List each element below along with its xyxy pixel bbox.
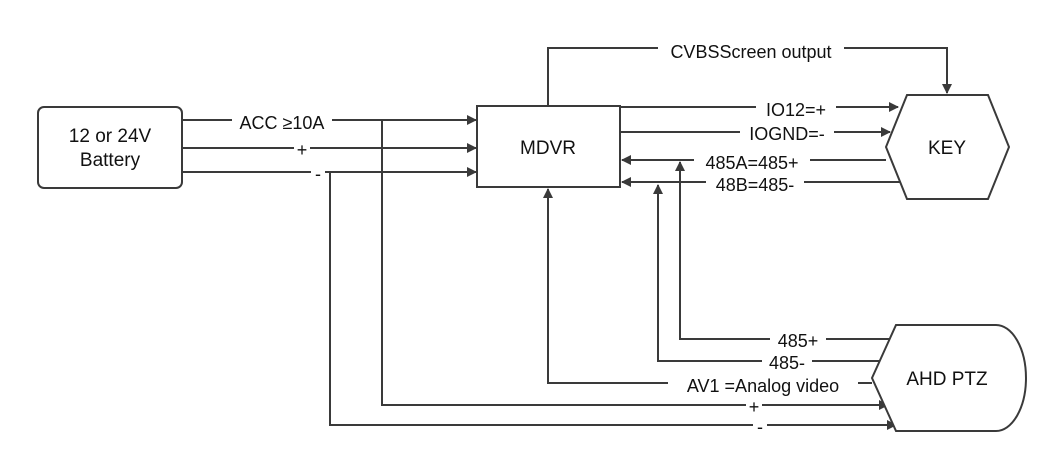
mdvr-label: MDVR (520, 138, 576, 159)
ptz-485-plus-label-group: 485+ (770, 330, 826, 351)
battery-plus-label-group: + (294, 139, 310, 160)
av1-label-group: AV1 =Analog video (668, 374, 858, 396)
ptz-485-plus-label: 485+ (778, 331, 819, 351)
ptz-plus-label-group: + (746, 397, 762, 417)
ahd-ptz-label: AHD PTZ (906, 369, 988, 390)
iognd-label-group: IOGND=- (740, 122, 834, 144)
ahd-ptz-node: AHD PTZ (870, 324, 1027, 432)
ptz-minus-label: - (757, 417, 763, 437)
rs485a-label-group: 485A=485+ (694, 151, 810, 173)
av1-analog-video-wire (543, 188, 872, 384)
rs485a-label: 485A=485+ (705, 153, 798, 173)
io12-label: IO12=+ (766, 100, 826, 120)
acc-to-ptz-plus-wire (381, 120, 889, 410)
ptz-485-minus-wire (653, 184, 880, 362)
av1-label: AV1 =Analog video (687, 376, 839, 396)
acc-label-group: ACC ≥10A (232, 111, 332, 133)
key-node: KEY (884, 94, 1011, 200)
battery-plus-label: + (297, 140, 308, 160)
battery-label-line2: Battery (80, 150, 141, 171)
battery-node: 12 or 24V Battery (37, 106, 183, 189)
battery-minus-label: - (315, 164, 321, 184)
ptz-minus-label-group: - (753, 417, 767, 437)
acc-label: ACC ≥10A (240, 113, 325, 133)
ptz-485-minus-label-group: 485- (762, 352, 812, 373)
key-label: KEY (928, 138, 966, 159)
io12-label-group: IO12=+ (756, 98, 836, 120)
cvbs-label-group: CVBSScreen output (658, 40, 844, 62)
rs485b-label-group: 48B=485- (706, 174, 804, 195)
battery-label: 12 or 24V (69, 126, 152, 147)
ptz-485-minus-label: 485- (769, 353, 805, 373)
rs485b-label: 48B=485- (716, 175, 795, 195)
battery-minus-label-group: - (311, 164, 325, 184)
minus-to-ptz-minus-wire (329, 172, 897, 430)
cvbs-label: CVBSScreen output (670, 42, 831, 62)
iognd-label: IOGND=- (749, 124, 825, 144)
mdvr-node: MDVR (476, 105, 621, 188)
ptz-plus-label: + (749, 397, 760, 417)
